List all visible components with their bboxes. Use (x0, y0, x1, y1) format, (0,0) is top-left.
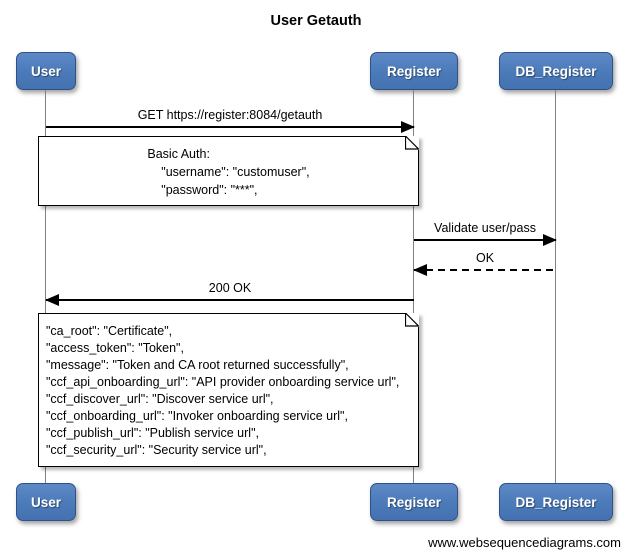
note-line: "ccf_onboarding_url": "Invoker onboardin… (46, 409, 348, 423)
actor-box-register-top: Register (370, 52, 458, 90)
note-fold-icon (405, 136, 419, 150)
arrowhead-left-icon (413, 264, 427, 276)
watermark: www.websequencediagrams.com (428, 535, 621, 550)
note-line: "access_token": "Token", (46, 341, 184, 355)
actor-label-user: User (30, 63, 62, 79)
message-line (414, 234, 557, 246)
arrowhead-left-icon (45, 294, 59, 306)
actor-label-register: Register (386, 494, 442, 510)
note-basic-auth: Basic Auth: "username": "customuser", "p… (38, 136, 419, 206)
note-line: "message": "Token and CA root returned s… (46, 358, 349, 372)
actor-label-register: Register (386, 63, 442, 79)
actor-box-db-register-bottom: DB_Register (499, 483, 613, 521)
actor-box-register-bottom: Register (370, 483, 458, 521)
note-line: Basic Auth: (147, 147, 210, 161)
lifeline-register (413, 90, 414, 483)
message-label: OK (475, 251, 495, 265)
note-text: Basic Auth: "username": "customuser", "p… (147, 145, 309, 199)
message-label: 200 OK (208, 281, 252, 295)
note-line: "ccf_api_onboarding_url": "API provider … (46, 375, 400, 389)
message-line (46, 121, 415, 133)
lifeline-db-register (555, 90, 556, 483)
actor-box-db-register-top: DB_Register (499, 52, 613, 90)
arrowhead-right-icon (401, 121, 415, 133)
message-label: GET https://register:8084/getauth (137, 108, 323, 122)
note-line: "ccf_discover_url": "Discover service ur… (46, 392, 274, 406)
actor-label-db-register: DB_Register (515, 63, 597, 79)
message-line (45, 294, 414, 306)
lifeline-user (45, 90, 46, 483)
note-line: "username": "customuser", (147, 165, 310, 179)
note-fold-icon (405, 313, 419, 327)
message-label: Validate user/pass (434, 221, 536, 235)
message-validate-user-pass: Validate user/pass (414, 221, 557, 246)
actor-label-user: User (30, 494, 62, 510)
message-get-getauth: GET https://register:8084/getauth (46, 108, 415, 133)
note-line: "ccf_publish_url": "Publish service url"… (46, 426, 259, 440)
note-line: "ca_root": "Certificate", (46, 324, 173, 338)
note-line: "password": "***", (147, 183, 258, 197)
message-ok: OK (413, 251, 556, 276)
actor-label-db-register: DB_Register (515, 494, 597, 510)
actor-box-user-bottom: User (16, 483, 76, 521)
diagram-title: User Getauth (270, 13, 362, 29)
actor-box-user-top: User (16, 52, 76, 90)
message-200-ok: 200 OK (45, 281, 414, 306)
arrowhead-right-icon (543, 234, 557, 246)
note-text: "ca_root": "Certificate", "access_token"… (46, 323, 399, 459)
note-getauth-response: "ca_root": "Certificate", "access_token"… (38, 313, 419, 467)
note-line: "ccf_security_url": "Security service ur… (46, 443, 267, 457)
message-line-dashed (413, 264, 556, 276)
